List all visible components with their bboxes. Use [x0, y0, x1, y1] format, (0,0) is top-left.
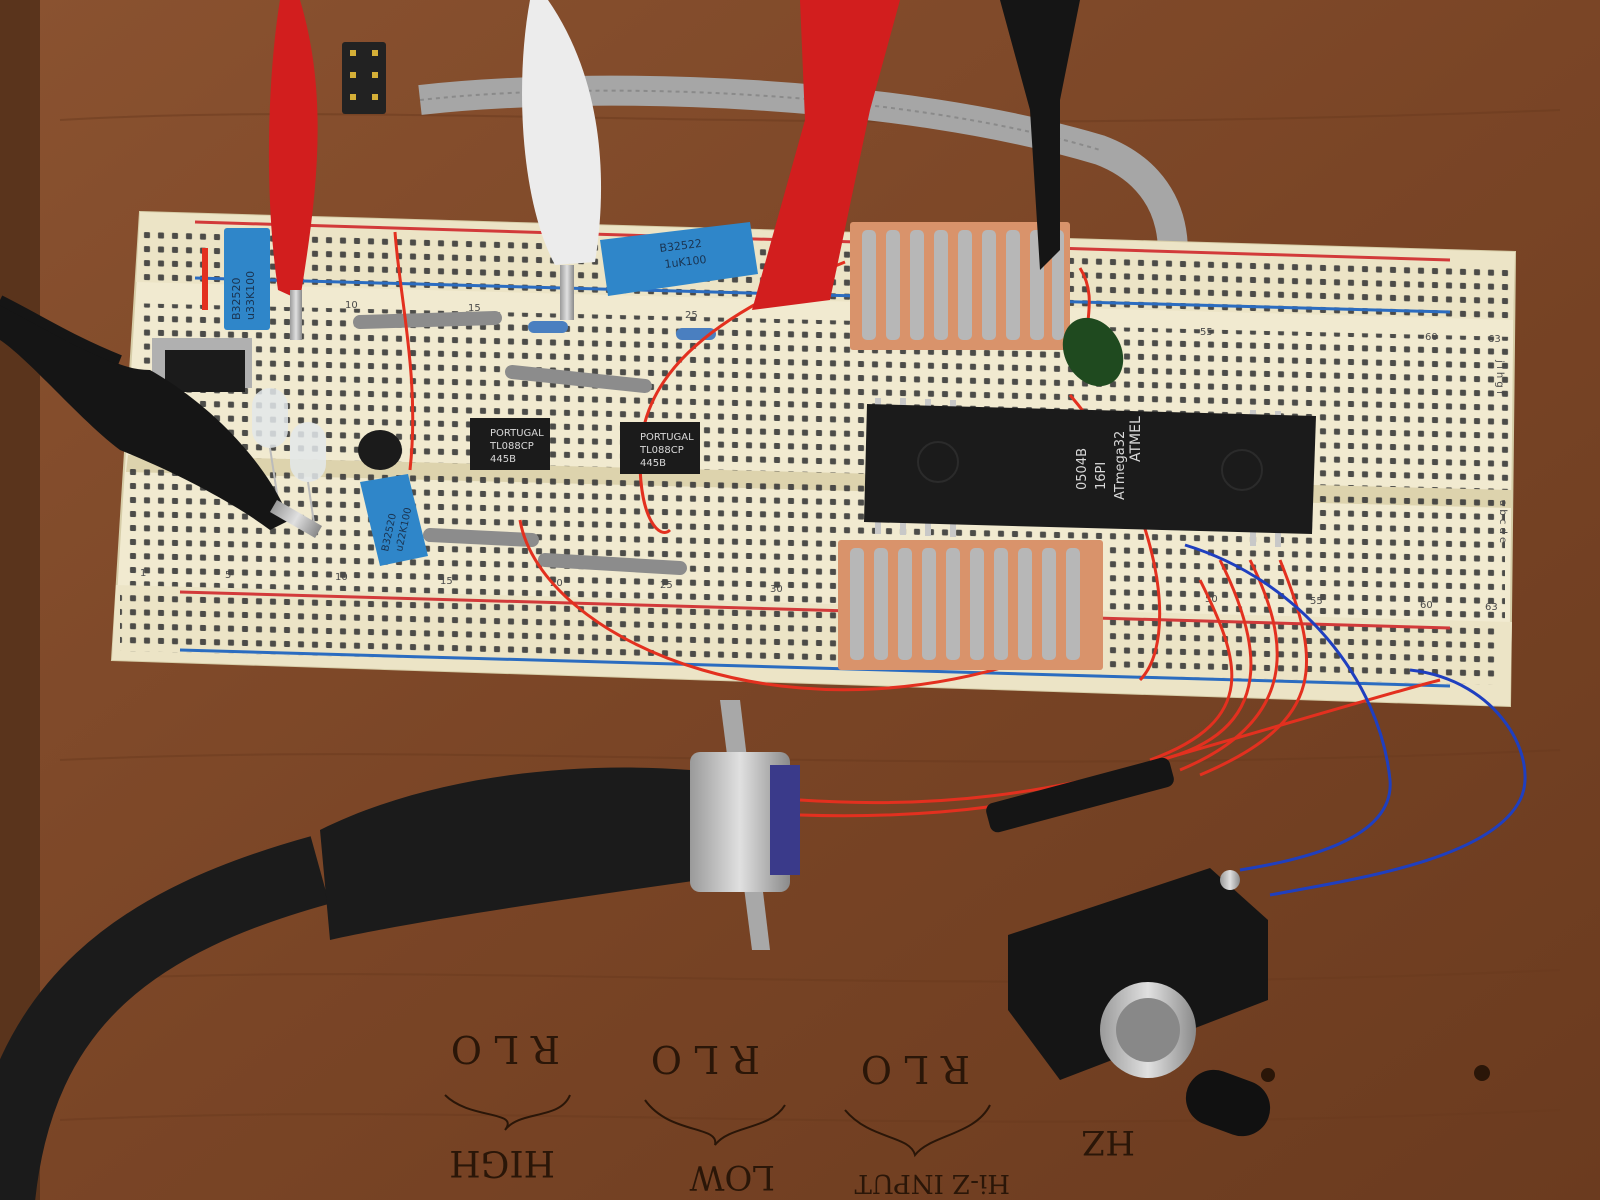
handwriting-low: R L O LOW [644, 1037, 786, 1197]
pin-header-pins [350, 50, 378, 100]
bb-label-bot-25: 25 [660, 580, 673, 591]
cap-top-mid-line2: 1uK100 [664, 253, 707, 271]
bb-label-top-10: 10 [345, 300, 358, 311]
bb-label-bot-30: 30 [770, 584, 783, 595]
bb-label-bot-63: 63 [1485, 602, 1498, 613]
hand-input-caption: Hi-Z INPUT [854, 1168, 1010, 1198]
cap-bottom: B32520 u22K100 [360, 474, 428, 566]
transistor [358, 430, 402, 470]
hand-high-letters: R L O [451, 1027, 560, 1071]
cap-top-left: B32520 u33K100 [224, 228, 270, 330]
table-edge-left [0, 0, 40, 1200]
hand-input-letters: R L O [861, 1047, 970, 1091]
db9-cable [0, 767, 700, 1200]
bb-label-top-15: 15 [468, 303, 481, 314]
breadboard-top-labels: 10 15 25 55 60 63 j i h g f [345, 300, 1505, 395]
blue-wires [1184, 543, 1527, 897]
bottom-rail-blue-line [179, 648, 1451, 688]
white-clip [522, 0, 602, 320]
cap-top-mid-line1: B32522 [659, 237, 703, 255]
opamp-right-line3: 445B [640, 458, 666, 469]
black-probe [1000, 0, 1080, 270]
bb-label-bot-1: 1 [140, 568, 146, 579]
green-capacitor [1062, 317, 1124, 387]
stripboard-top [850, 222, 1070, 350]
microcontroller-chip: ATMEL ATmega32 16PI 0504B [864, 398, 1316, 547]
red-probe-right [752, 0, 900, 310]
handwriting-hz: HZ [1082, 1122, 1135, 1162]
toggle-switch [1008, 868, 1271, 1137]
hand-hz-caption: HZ [1082, 1122, 1135, 1162]
bottom-rail-red-line [179, 590, 1451, 630]
bb-label-top-55: 55 [1200, 327, 1213, 338]
bb-label-bot-20: 20 [550, 578, 563, 589]
breadboard-bottom-labels: 1 5 10 15 20 25 30 50 55 60 63 a b c d e [140, 500, 1508, 613]
opamp-right: PORTUGAL TL088CP 445B [620, 422, 700, 474]
opamp-left-line2: TL088CP [489, 441, 534, 452]
mcu-speed: 16PI [1094, 462, 1109, 490]
bb-label-top-letters: j i h g f [1494, 359, 1505, 395]
opamp-left-line1: PORTUGAL [490, 428, 544, 439]
voltage-regulator [152, 338, 252, 392]
bb-label-bot-60: 60 [1420, 600, 1433, 611]
bb-label-bot-10: 10 [335, 572, 348, 583]
bb-label-bot-50: 50 [1205, 594, 1218, 605]
handwriting-input: R L O Hi-Z INPUT [844, 1047, 1010, 1198]
bb-label-bot-15: 15 [440, 576, 453, 587]
red-clip-left [268, 0, 318, 340]
bb-label-bot-5: 5 [225, 570, 231, 581]
hand-low-caption: LOW [690, 1157, 775, 1197]
wood-hole-2 [1474, 1065, 1490, 1081]
black-clip-left [0, 295, 323, 539]
bb-label-bot-letters: a b c d e [1497, 500, 1508, 543]
cap-top-mid: B32522 1uK100 [600, 222, 758, 296]
handwriting-high: R L O HIGH [444, 1027, 571, 1183]
hand-high-caption: HIGH [449, 1142, 555, 1183]
gray-jumpers [353, 311, 687, 575]
opamp-left: PORTUGAL TL088CP 445B [470, 418, 550, 470]
bb-label-top-63: 63 [1488, 334, 1501, 345]
cap-top-left-line2: u33K100 [244, 271, 257, 320]
mcu-brand: ATMEL [1128, 416, 1144, 462]
pin-header [342, 42, 386, 114]
wood-hole-1 [1261, 1068, 1275, 1082]
opamp-left-line3: 445B [490, 454, 516, 465]
cap-top-left-line1: B32520 [230, 277, 243, 320]
opamp-right-line2: TL088CP [639, 445, 684, 456]
mcu-part: ATmega32 [1113, 431, 1128, 500]
bb-label-top-60: 60 [1425, 332, 1438, 343]
stripboard-bottom [838, 540, 1103, 670]
opamp-right-line1: PORTUGAL [640, 432, 694, 443]
mcu-date: 0504B [1075, 448, 1090, 490]
wood-grain [59, 109, 1561, 1123]
hand-low-letters: R L O [651, 1037, 760, 1081]
db9-connector [690, 700, 800, 950]
red-wires [393, 231, 1441, 818]
bb-label-bot-55: 55 [1310, 596, 1323, 607]
bb-label-top-25: 25 [685, 310, 698, 321]
heatshrink [986, 757, 1174, 833]
